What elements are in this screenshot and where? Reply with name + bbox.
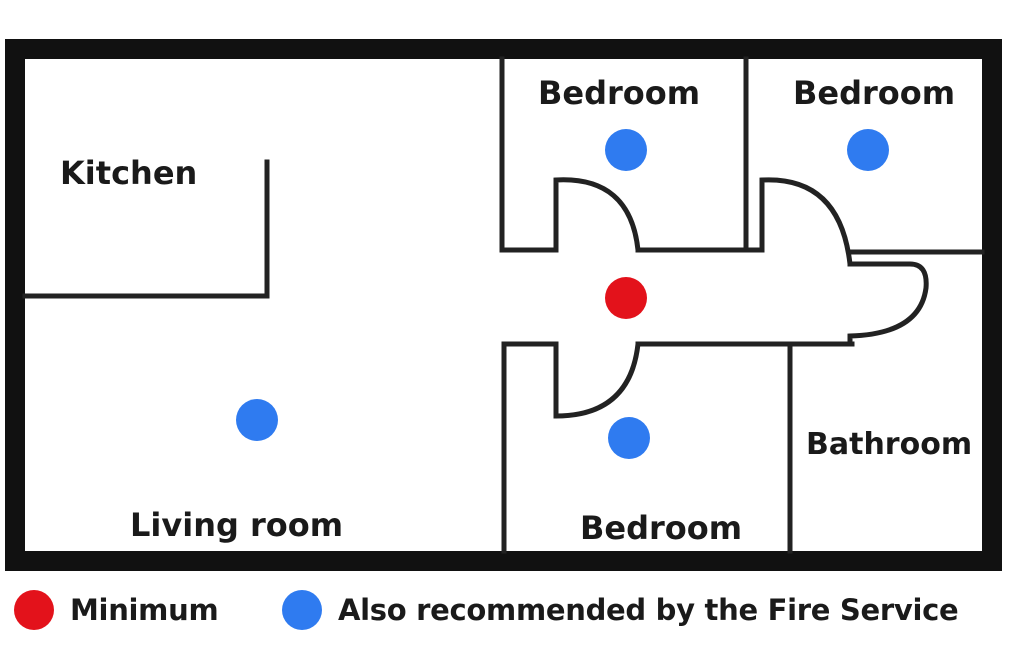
room-label-kitchen: Kitchen <box>60 154 197 192</box>
door-bedroom-top-right <box>759 177 853 265</box>
door-bedroom-bottom <box>553 343 641 419</box>
outer-wall <box>5 39 1002 571</box>
legend: Minimum Also recommended by the Fire Ser… <box>0 575 1010 645</box>
room-label-bedroom-top-left: Bedroom <box>538 74 700 112</box>
detector-minimum-hallway <box>605 277 647 319</box>
detector-recommended-bedroom-top-left <box>605 129 647 171</box>
legend-label-minimum: Minimum <box>70 593 219 627</box>
room-label-living-room: Living room <box>130 506 343 544</box>
legend-item-recommended: Also recommended by the Fire Service <box>282 590 959 630</box>
room-label-bathroom: Bathroom <box>806 427 972 462</box>
legend-label-recommended: Also recommended by the Fire Service <box>338 593 959 627</box>
kitchen-wall <box>22 159 270 299</box>
detector-recommended-bedroom-bottom <box>608 417 650 459</box>
interior-walls <box>22 56 985 554</box>
room-label-bedroom-bottom: Bedroom <box>580 509 742 547</box>
detector-recommended-bedroom-top-right <box>847 129 889 171</box>
door-bedroom-top-left <box>553 177 641 251</box>
floor-plan: Kitchen Bedroom Bedroom Bathroom Bedroom… <box>5 39 1002 571</box>
bedroom-bottom-wall <box>501 341 559 554</box>
blue-dot-icon <box>282 590 322 630</box>
doors <box>553 177 853 419</box>
detector-recommended-living-room <box>236 399 278 441</box>
red-dot-icon <box>14 590 54 630</box>
bedroom-top-left-wall <box>499 56 559 253</box>
room-label-bedroom-top-right: Bedroom <box>793 74 955 112</box>
legend-item-minimum: Minimum <box>14 590 219 630</box>
cupboard-wall <box>847 261 929 347</box>
